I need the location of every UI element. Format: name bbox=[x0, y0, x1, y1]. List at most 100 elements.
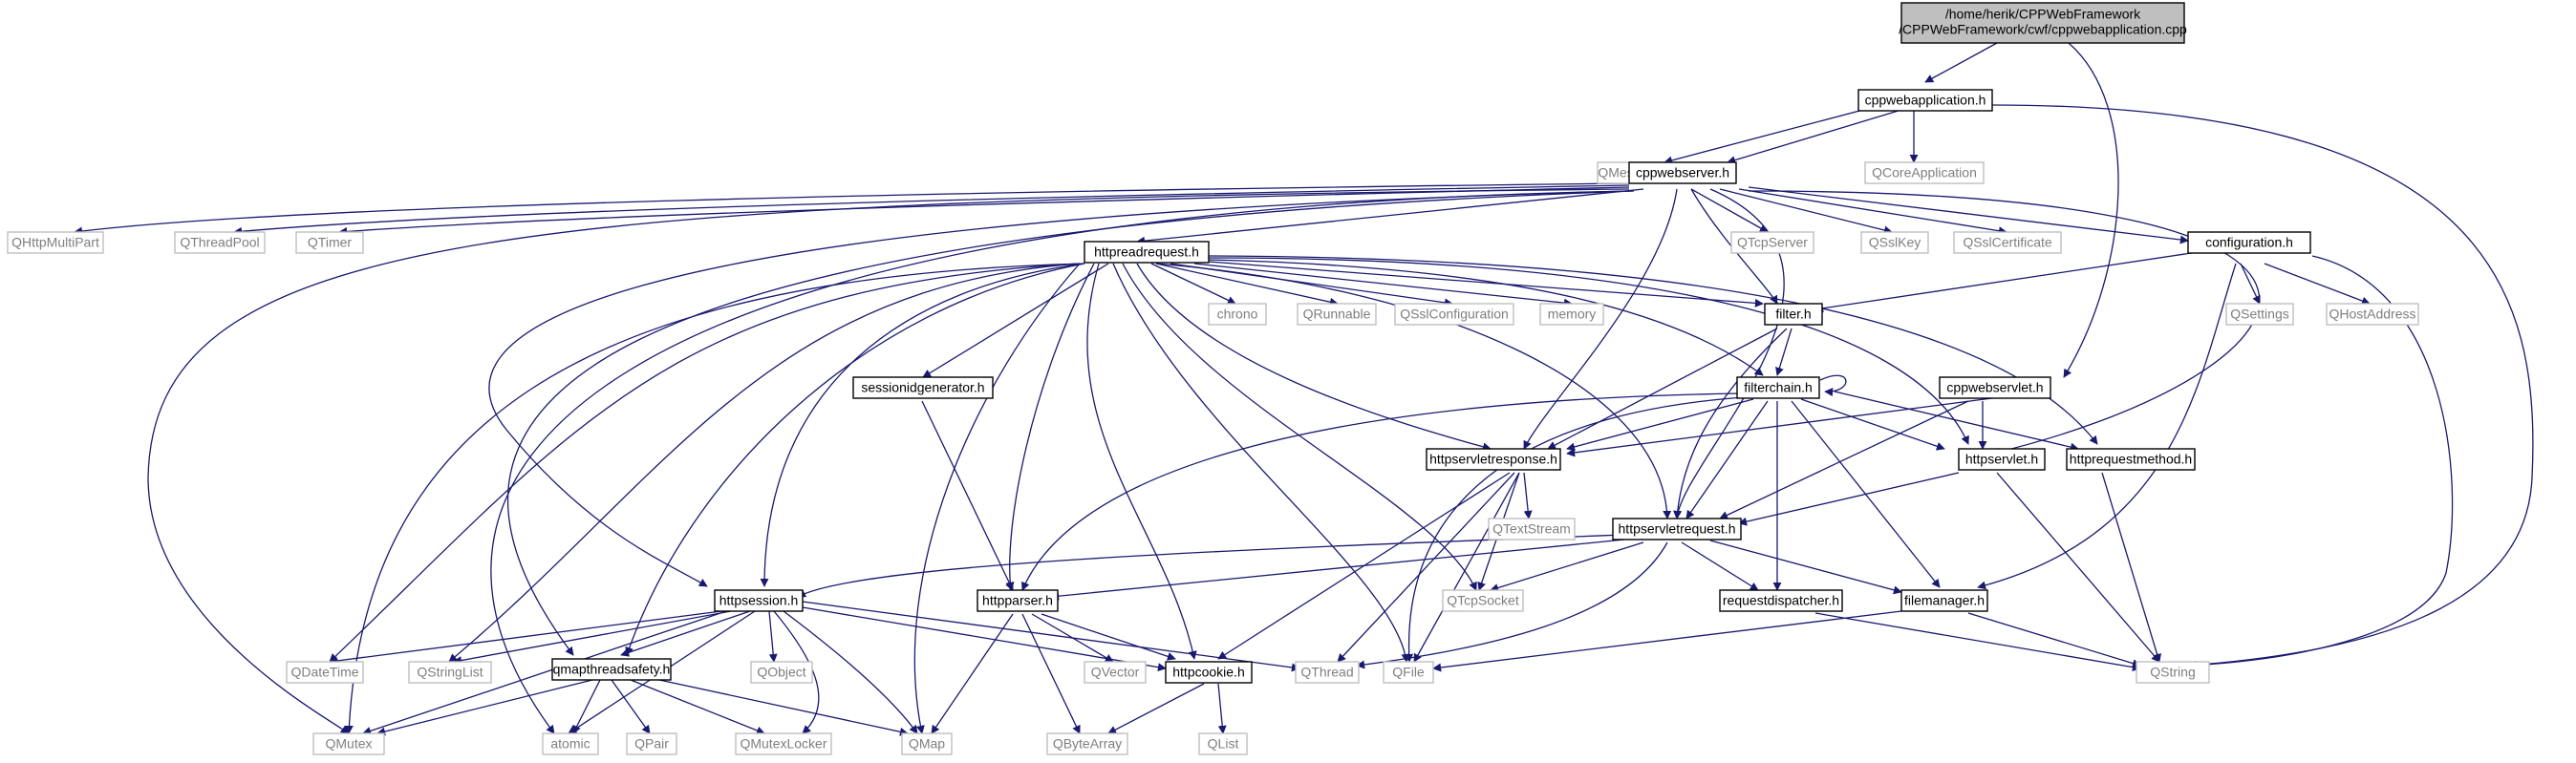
edge-httpreadrequest-qmapthreadsafety bbox=[625, 263, 1085, 656]
node-qstringlist[interactable]: QStringList bbox=[408, 661, 492, 684]
edge-sessionidgenerator-httpparser bbox=[921, 400, 1014, 591]
node-httpsession-h[interactable]: httpsession.h bbox=[714, 589, 804, 612]
node-httpparser-h[interactable]: httpparser.h bbox=[977, 589, 1059, 612]
node-label: QTcpSocket bbox=[1447, 593, 1519, 608]
node-chrono[interactable]: chrono bbox=[1208, 303, 1267, 326]
node-qbytearray[interactable]: QByteArray bbox=[1046, 732, 1128, 755]
node-label: QHostAddress bbox=[2329, 307, 2415, 322]
node-label: QFile bbox=[1392, 665, 1425, 680]
edge-qmapthreadsafety-atomic bbox=[572, 679, 601, 734]
node-httpcookie-h[interactable]: httpcookie.h bbox=[1165, 661, 1253, 684]
edge-filterchain-httpservletrequest bbox=[1685, 400, 1769, 519]
edge-filterchain-httpservlet bbox=[1800, 398, 1945, 451]
node-filter-h[interactable]: filter.h bbox=[1764, 303, 1823, 326]
edge-httpservlet-httpservletrequest bbox=[1738, 472, 1960, 526]
node-cppwebapplication-h[interactable]: cppwebapplication.h bbox=[1857, 89, 1993, 112]
node-label: httpcookie.h bbox=[1172, 665, 1245, 680]
node-qcoreapplication[interactable]: QCoreApplication bbox=[1864, 161, 1985, 184]
node-label: QPair bbox=[634, 736, 669, 752]
edge-root-cppwebservlet bbox=[2063, 42, 2119, 378]
edge-cppwebserver-httpsession bbox=[488, 190, 1630, 587]
node-cppwebserver-h[interactable]: cppwebserver.h bbox=[1628, 161, 1737, 184]
edge-cppwebserver-qthreadpool bbox=[233, 184, 1630, 236]
node-qmutex[interactable]: QMutex bbox=[312, 732, 385, 755]
node-qtimer[interactable]: QTimer bbox=[295, 231, 364, 254]
edge-httpreadrequest-filterchain bbox=[1208, 259, 1764, 376]
edge-httpsession-qmapthreadsafety bbox=[620, 610, 751, 657]
node-qrunnable[interactable]: QRunnable bbox=[1297, 303, 1377, 326]
edge-httpreadrequest-filter bbox=[1208, 261, 1764, 307]
node-label: QTimer bbox=[308, 235, 352, 250]
edge-httpreadrequest-qdatetime bbox=[329, 263, 1081, 663]
node-qstring[interactable]: QString bbox=[2136, 661, 2210, 684]
node-atomic[interactable]: atomic bbox=[542, 732, 599, 755]
dependency-edges bbox=[74, 42, 2534, 736]
node-cppwebservlet-h[interactable]: cppwebservlet.h bbox=[1939, 376, 2051, 399]
edge-httpreadrequest-httpsession bbox=[760, 263, 1085, 587]
node-httpreadrequest-h[interactable]: httpreadrequest.h bbox=[1084, 241, 1210, 264]
node-requestdispatcher-h[interactable]: requestdispatcher.h bbox=[1719, 589, 1843, 612]
edge-filemanager-qfile bbox=[1432, 610, 1902, 672]
node-qthread[interactable]: QThread bbox=[1295, 661, 1360, 684]
node-configuration-h[interactable]: configuration.h bbox=[2187, 231, 2311, 254]
edge-cppwebserver-qtimer bbox=[338, 186, 1630, 236]
node-qobject[interactable]: QObject bbox=[750, 661, 813, 684]
edge-httpparser-qvector bbox=[1031, 613, 1114, 663]
edge-cppwebapplication-cppwebserver bbox=[1727, 109, 1902, 164]
node-label: httpparser.h bbox=[982, 593, 1053, 608]
edge-httpreadrequest-httprequestmethod bbox=[1208, 255, 2098, 445]
edge-cppwebserver-httpservletresponse bbox=[1523, 188, 1678, 450]
edge-httpcookie-qlist bbox=[1217, 683, 1227, 734]
edge-filterchain-self bbox=[1819, 374, 1847, 397]
edge-cppwebserver-qtcpserver bbox=[1690, 188, 1769, 233]
node-qfile[interactable]: QFile bbox=[1383, 661, 1434, 684]
edge-cppwebserver-qsslkey bbox=[1719, 188, 1893, 235]
edge-httpservletresponse-qthread bbox=[1337, 472, 1515, 663]
edge-cppwebserver-atomic bbox=[490, 190, 1633, 734]
node-label: httpreadrequest.h bbox=[1094, 244, 1199, 260]
node-qmapthreadsafety-h[interactable]: qmapthreadsafety.h bbox=[551, 658, 672, 681]
node-label: QSslCertificate bbox=[1963, 235, 2052, 250]
edge-filterchain-httprequestmethod bbox=[1834, 391, 2079, 452]
node-label: qmapthreadsafety.h bbox=[553, 662, 671, 677]
node-qthreadpool[interactable]: QThreadPool bbox=[174, 231, 266, 254]
edge-httpservletrequest-qthread bbox=[1356, 541, 1668, 669]
edge-cppwebserver-qhttpmultipart bbox=[74, 182, 1630, 236]
node-qhostaddress[interactable]: QHostAddress bbox=[2326, 303, 2419, 326]
node-httprequestmethod-h[interactable]: httprequestmethod.h bbox=[2066, 448, 2196, 471]
node-httpservletrequest-h[interactable]: httpservletrequest.h bbox=[1612, 518, 1742, 540]
edge-cppwebserver-filter bbox=[1690, 188, 1778, 305]
node-filterchain-h[interactable]: filterchain.h bbox=[1736, 376, 1820, 399]
node-label: httpservletresponse.h bbox=[1429, 452, 1557, 467]
node-qmap[interactable]: QMap bbox=[901, 732, 953, 755]
node-qsslcertificate[interactable]: QSslCertificate bbox=[1953, 231, 2062, 254]
node-sessionidgenerator-h[interactable]: sessionidgenerator.h bbox=[852, 376, 994, 399]
edge-cppwebserver-httpreadrequest bbox=[1136, 188, 1644, 245]
edge-httpservletrequest-filemanager bbox=[1709, 540, 1902, 595]
node-qsslkey[interactable]: QSslKey bbox=[1860, 231, 1929, 254]
node-label: QSslConfiguration bbox=[1400, 307, 1509, 322]
node-qtcpserver[interactable]: QTcpServer bbox=[1730, 231, 1814, 254]
edge-httpsession-qstringlist bbox=[453, 610, 732, 665]
node-qdatetime[interactable]: QDateTime bbox=[286, 661, 364, 684]
node-qsslconfiguration[interactable]: QSslConfiguration bbox=[1394, 303, 1514, 326]
node-qtextstream[interactable]: QTextStream bbox=[1488, 518, 1576, 540]
node-qpair[interactable]: QPair bbox=[626, 732, 677, 755]
node-httpservletresponse-h[interactable]: httpservletresponse.h bbox=[1426, 448, 1561, 471]
node-label: QHttpMultiPart bbox=[11, 235, 99, 250]
edge-httpreadrequest-sessionidgenerator bbox=[922, 263, 1109, 378]
node-qtcpsocket[interactable]: QTcpSocket bbox=[1442, 589, 1524, 612]
node-label: QDateTime bbox=[290, 665, 358, 680]
node-httpservlet-h[interactable]: httpservlet.h bbox=[1958, 448, 2046, 471]
node-memory[interactable]: memory bbox=[1539, 303, 1604, 326]
node-qsettings[interactable]: QSettings bbox=[2225, 303, 2294, 326]
edge-httpparser-qbytearray bbox=[1021, 613, 1081, 734]
node-filemanager-h[interactable]: filemanager.h bbox=[1900, 589, 1988, 612]
node-qhttpmultipart[interactable]: QHttpMultiPart bbox=[7, 231, 104, 254]
node-qlist[interactable]: QList bbox=[1198, 732, 1248, 755]
node-qmutexlocker[interactable]: QMutexLocker bbox=[735, 732, 832, 755]
edge-cppwebserver-httpservlet bbox=[1748, 190, 2261, 456]
node-root-cppwebapplication-cpp[interactable]: /home/herik/CPPWebFramework /CPPWebFrame… bbox=[1899, 2, 2187, 44]
edge-httpreadrequest-qstringlist bbox=[448, 263, 1081, 663]
node-qvector[interactable]: QVector bbox=[1084, 661, 1147, 684]
